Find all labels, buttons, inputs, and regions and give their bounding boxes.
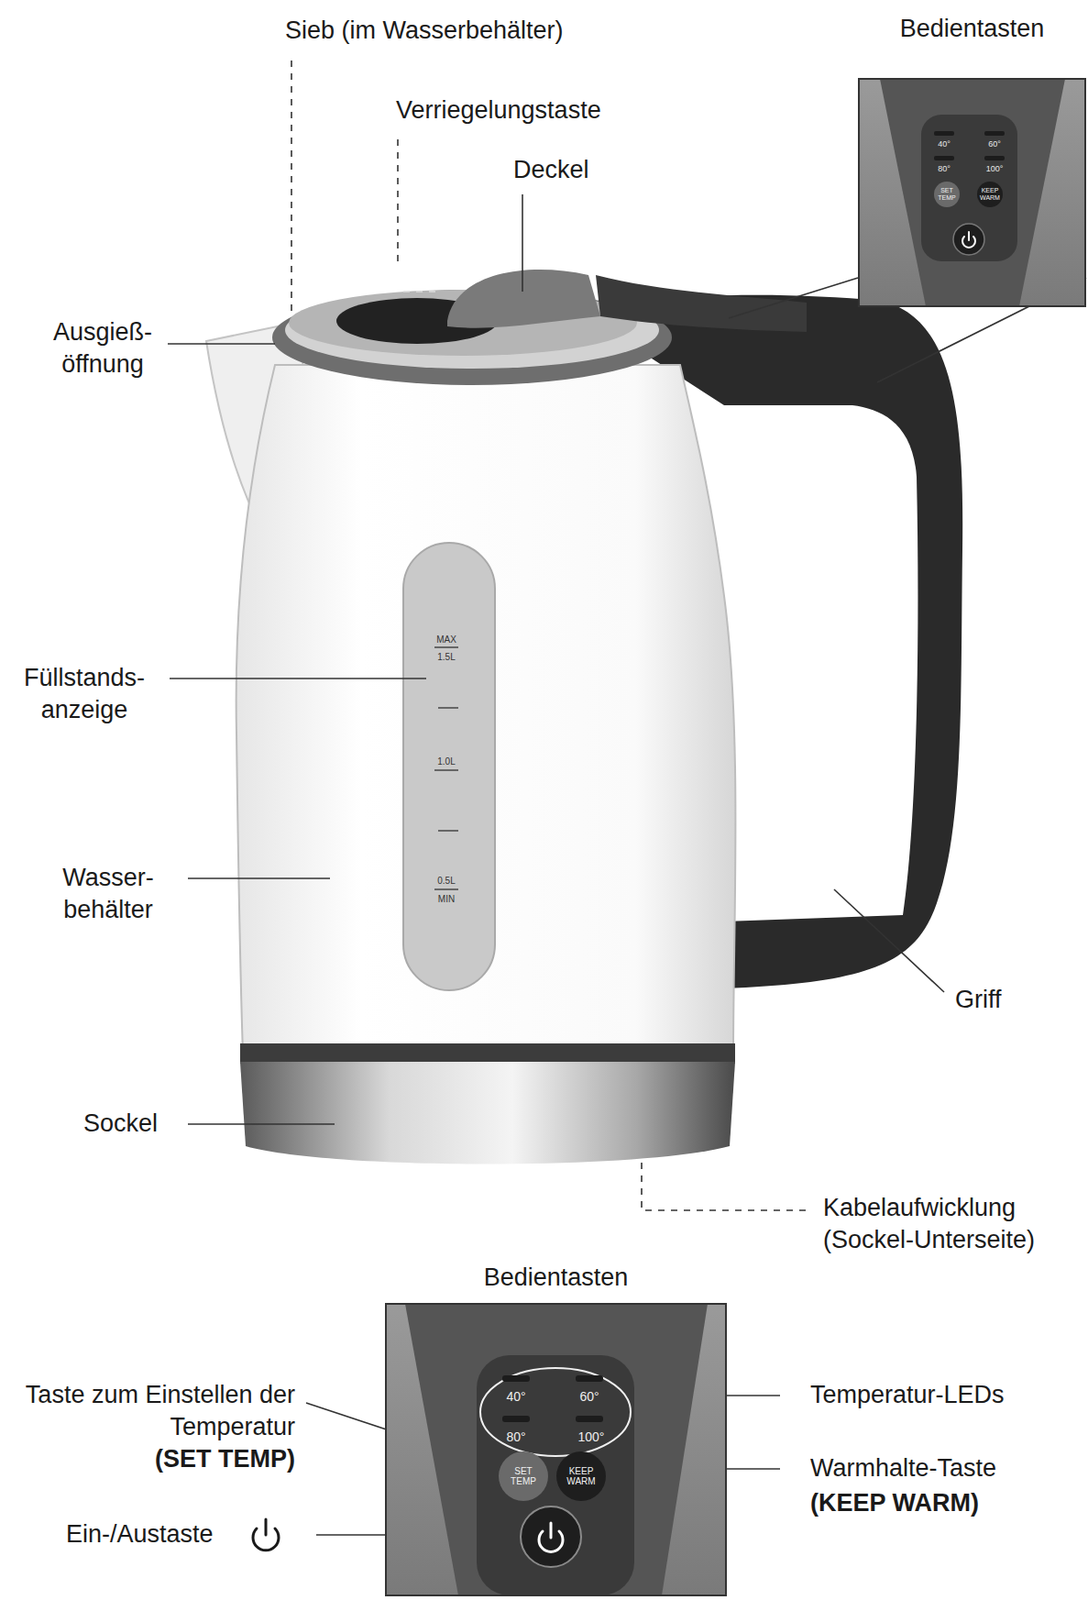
part-label: Kabelaufwicklung (Sockel-Unterseite) <box>823 1191 1080 1256</box>
part-label: Sockel <box>83 1107 158 1140</box>
part-label: Wasser- behälter <box>43 861 173 926</box>
part-label: Füllstands- anzeige <box>6 661 163 726</box>
part-label: Ein-/Austaste <box>65 1517 214 1550</box>
part-label: Verriegelungstaste <box>395 94 602 127</box>
inset-frame: Bedientasten <box>384 1302 727 1596</box>
device-marking: KEEP WARM <box>560 1465 603 1486</box>
part-label: (SET TEMP) <box>10 1442 296 1475</box>
inset-heading: Bedientasten <box>483 1261 629 1294</box>
device-marking: SET TEMP <box>502 1465 545 1486</box>
device-marking: KEEP WARM <box>978 186 1001 201</box>
part-label: Griff <box>955 983 1002 1016</box>
device-marking: 1.0L <box>437 756 455 767</box>
device-marking: SET TEMP <box>935 186 958 201</box>
device-marking: 60° <box>579 1389 599 1404</box>
part-label: Ausgieß- öffnung <box>33 316 172 381</box>
part-label: Warmhalte-Taste <box>810 1451 997 1484</box>
device-marking: 40° <box>937 140 951 150</box>
device-marking: 100° <box>986 164 1004 175</box>
inset-heading: Bedientasten <box>900 12 1045 45</box>
device-marking: 1.5L <box>437 651 455 662</box>
device-marking: 80° <box>937 164 951 175</box>
part-label: Taste zum Einstellen der Temperatur <box>10 1378 296 1443</box>
device-marking: 0.5L <box>437 875 455 886</box>
device-marking: MAX <box>436 634 457 645</box>
device-marking: 40° <box>505 1389 526 1404</box>
device-marking: MIN <box>438 893 455 904</box>
part-label: Sieb (im Wasserbehälter) <box>285 14 564 47</box>
part-label: Deckel <box>513 153 590 187</box>
part-label: Temperatur-LEDs <box>810 1378 1005 1411</box>
device-marking: 100° <box>578 1429 605 1444</box>
part-label: (KEEP WARM) <box>810 1486 979 1519</box>
device-marking: 80° <box>505 1429 526 1444</box>
device-marking: 60° <box>988 140 1001 150</box>
inset-frame: Bedientasten <box>857 77 1087 308</box>
